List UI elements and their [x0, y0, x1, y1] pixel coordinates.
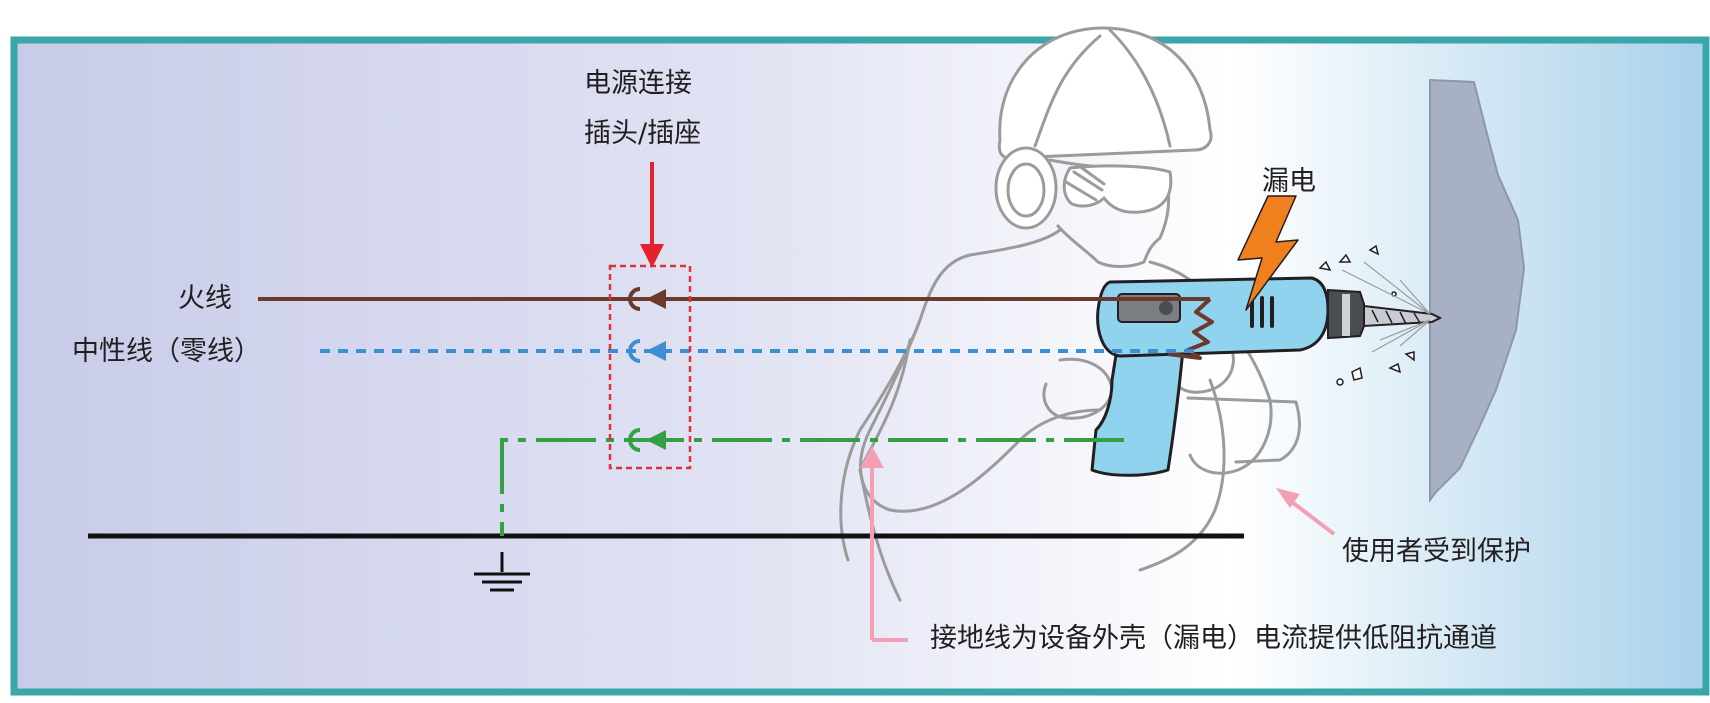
- ground-symbol-icon: [474, 552, 530, 592]
- ground-arrowhead: [646, 430, 666, 450]
- live-plug-pin: [628, 287, 641, 311]
- ground-plug-pin: [628, 428, 641, 452]
- user-protected-pointer: [1290, 500, 1336, 536]
- label-neutral-wire: 中性线（零线）: [72, 336, 261, 367]
- label-power-connection: 电源连接: [584, 68, 692, 99]
- panel-frame: [10, 36, 1710, 696]
- neutral-arrowhead: [646, 341, 666, 361]
- ground-wire: [500, 438, 1124, 536]
- plug-socket-arrowhead: [640, 244, 664, 268]
- label-leakage: 漏电: [1262, 166, 1316, 197]
- label-plug-socket: 插头/插座: [584, 118, 702, 149]
- plug-socket-box: [608, 264, 692, 470]
- label-user-protected: 使用者受到保护: [1342, 536, 1531, 567]
- user-protected-arrowhead: [1276, 488, 1300, 508]
- label-ground-path: 接地线为设备外壳（漏电）电流提供低阻抗通道: [930, 623, 1497, 654]
- worker-figure-icon: [839, 26, 1301, 602]
- lightning-bolt-icon: [1237, 195, 1299, 311]
- wall: [1429, 78, 1526, 503]
- label-live-wire: 火线: [178, 283, 232, 314]
- ground-path-pointer: [870, 466, 908, 642]
- live-arrowhead: [646, 289, 666, 309]
- leakage-zigzag: [1167, 297, 1214, 360]
- ground-path-arrowhead: [860, 446, 884, 468]
- neutral-plug-pin: [628, 339, 641, 363]
